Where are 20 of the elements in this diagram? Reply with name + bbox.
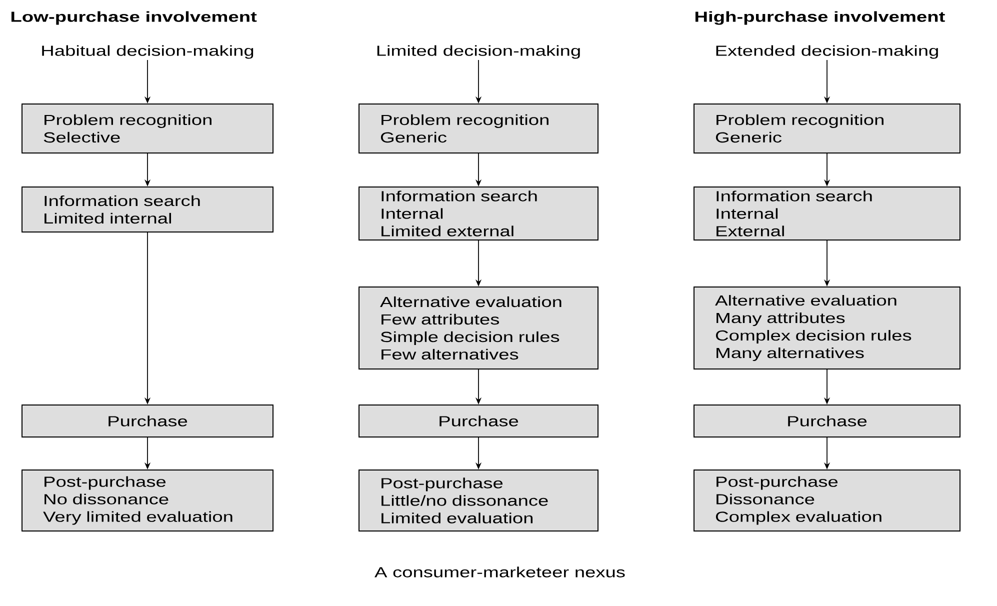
column-heading: Extended decision-making xyxy=(716,45,938,59)
process-box: Problem recognition Generic xyxy=(694,104,960,154)
process-box: Purchase xyxy=(358,404,598,438)
column-heading: Habitual decision-making xyxy=(42,45,254,59)
caption: A consumer-marketeer nexus xyxy=(374,566,625,578)
involvement-label: Low-purchase involvement xyxy=(11,11,257,25)
process-box: Post-purchase Dissonance Complex evaluation xyxy=(694,470,960,532)
process-box: Information search Internal Limited external xyxy=(358,186,598,240)
involvement-label: High-purchase involvement xyxy=(696,11,945,25)
process-box: Purchase xyxy=(694,404,960,438)
process-box: Alternative evaluation Many attributes Complex decision rules Many alternatives xyxy=(694,286,960,370)
column-heading: Limited decision-making xyxy=(377,45,580,59)
process-box: Alternative evaluation Few attributes Simple decision rules Few alternatives xyxy=(358,286,598,370)
process-box: Post-purchase Little/no dissonance Limited evaluation xyxy=(358,470,598,532)
process-box: Information search Internal External xyxy=(694,186,960,240)
process-box: Problem recognition Generic xyxy=(358,104,598,154)
process-box: Problem recognition Selective xyxy=(22,104,274,154)
process-box: Information search Limited internal xyxy=(22,186,274,232)
process-box: Post-purchase No dissonance Very limited evaluation xyxy=(22,470,274,532)
process-box: Purchase xyxy=(22,404,274,438)
